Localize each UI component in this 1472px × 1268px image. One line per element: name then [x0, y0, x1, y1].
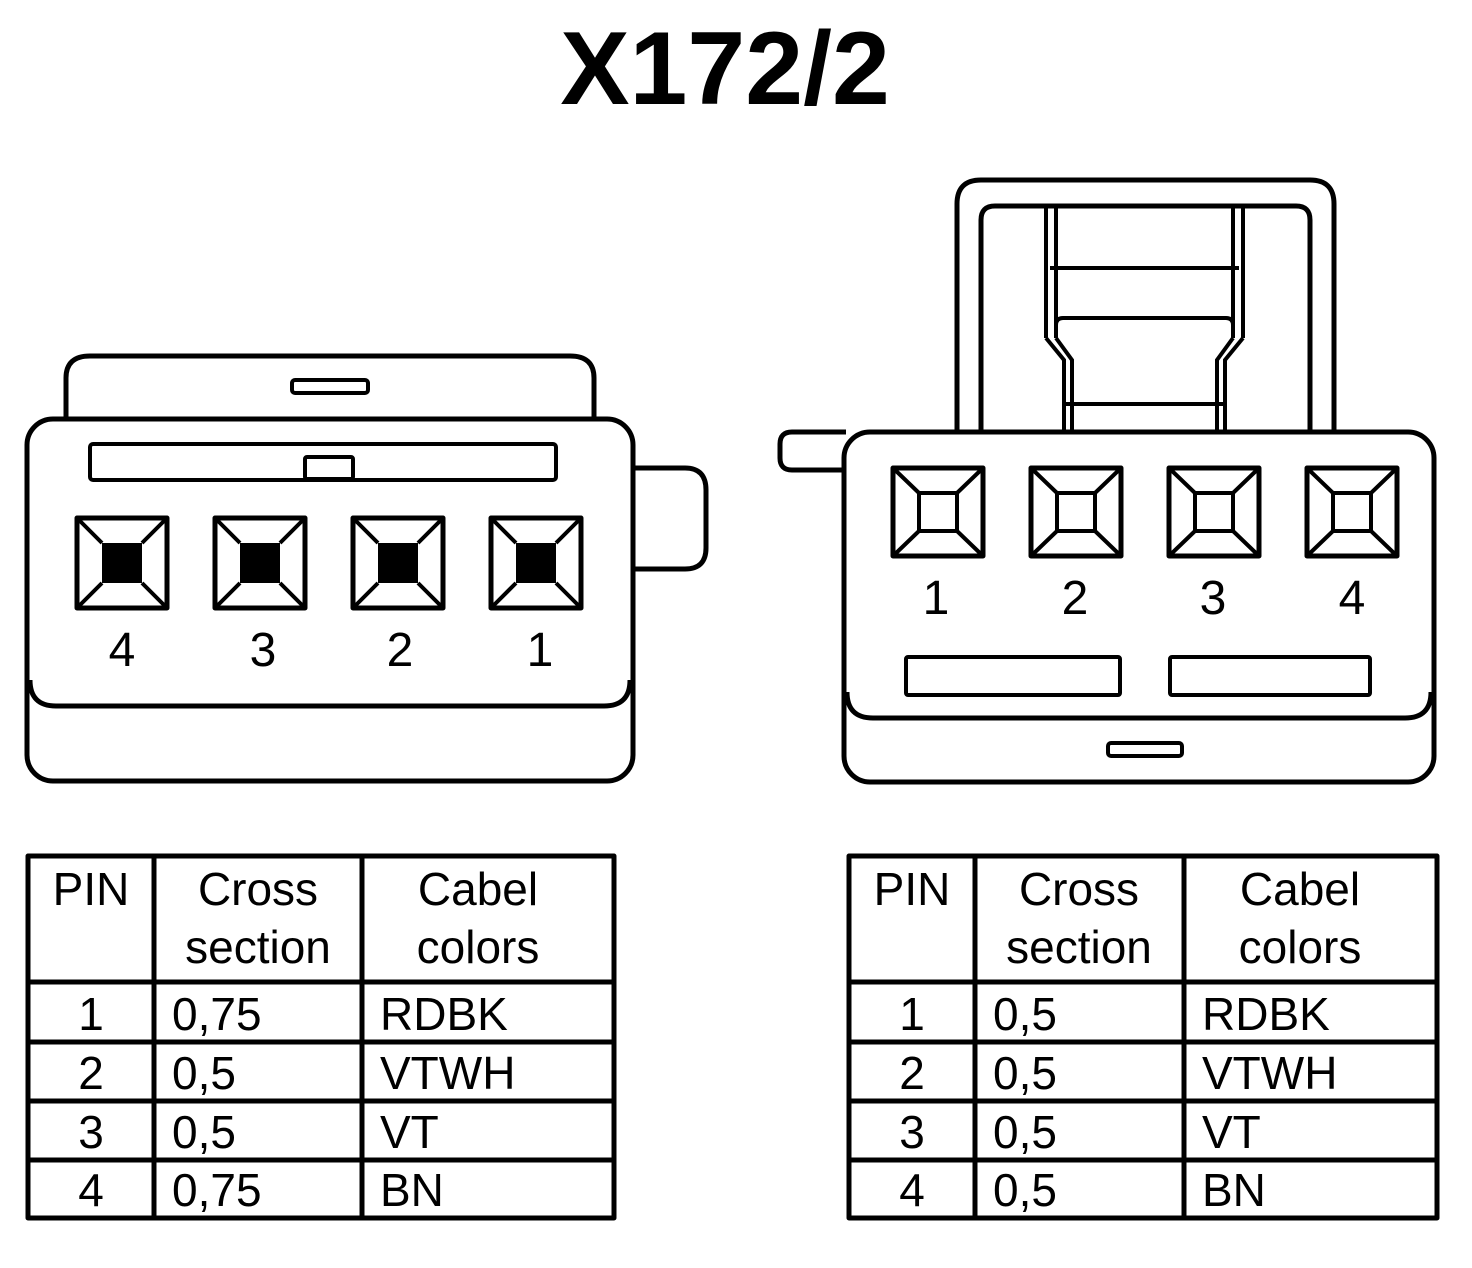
cell-cross-section: 0,75: [172, 1164, 262, 1216]
header-pin: PIN: [53, 863, 130, 915]
cell-pin: 2: [78, 1047, 104, 1099]
pin-label: 3: [1200, 572, 1227, 625]
cell-cable-color: VT: [1202, 1106, 1261, 1158]
pin-label: 3: [250, 624, 277, 677]
cell-cross-section: 0,5: [993, 1106, 1057, 1158]
right-pin-cavity: [1304, 465, 1400, 559]
cell-cable-color: RDBK: [380, 988, 508, 1040]
cell-pin: 3: [899, 1106, 925, 1158]
left-pin-cavity: [212, 515, 308, 611]
cell-pin: 4: [78, 1164, 104, 1216]
wiring-table-right: PIN Cross section Cabel colors 1 0,5 RDB…: [846, 853, 1440, 1221]
cell-pin: 2: [899, 1047, 925, 1099]
page-title: X172/2: [560, 11, 890, 127]
header-cross-section: Cross: [1019, 863, 1139, 915]
right-pin-cavity: [890, 465, 986, 559]
cell-cross-section: 0,5: [172, 1047, 236, 1099]
cell-pin: 1: [899, 988, 925, 1040]
cell-cable-color: VTWH: [380, 1047, 515, 1099]
left-pin-cavity: [350, 515, 446, 611]
pin-label: 1: [527, 624, 554, 677]
pin-label: 4: [1339, 572, 1366, 625]
pin-label: 2: [1062, 572, 1089, 625]
header-cross-section: section: [1006, 921, 1152, 973]
cell-cross-section: 0,5: [993, 1047, 1057, 1099]
header-pin: PIN: [874, 863, 951, 915]
left-pin-cavity: [488, 515, 584, 611]
cell-cross-section: 0,75: [172, 988, 262, 1040]
cell-cross-section: 0,5: [172, 1106, 236, 1158]
cell-cross-section: 0,5: [993, 988, 1057, 1040]
header-cross-section: section: [185, 921, 331, 973]
cell-cable-color: RDBK: [1202, 988, 1330, 1040]
pin-label: 2: [387, 624, 414, 677]
right-pin-cavity: [1166, 465, 1262, 559]
left-pin-cavity: [74, 515, 170, 611]
cell-cable-color: VTWH: [1202, 1047, 1337, 1099]
header-cable-colors: Cabel: [418, 863, 538, 915]
cell-cable-color: VT: [380, 1106, 439, 1158]
header-cable-colors: Cabel: [1240, 863, 1360, 915]
header-cable-colors: colors: [417, 921, 540, 973]
cell-cable-color: BN: [1202, 1164, 1266, 1216]
cell-pin: 4: [899, 1164, 925, 1216]
wiring-table-left: PIN Cross section Cabel colors 1 0,75 RD…: [25, 853, 617, 1221]
header-cross-section: Cross: [198, 863, 318, 915]
header-cable-colors: colors: [1239, 921, 1362, 973]
cell-cross-section: 0,5: [993, 1164, 1057, 1216]
right-connector: 1 2 3 4: [777, 177, 1437, 785]
right-pin-cavity: [1028, 465, 1124, 559]
left-connector: 4 3 2 1: [24, 353, 709, 784]
cell-pin: 1: [78, 988, 104, 1040]
cell-cable-color: BN: [380, 1164, 444, 1216]
cell-pin: 3: [78, 1106, 104, 1158]
pin-label: 1: [923, 572, 950, 625]
pin-label: 4: [109, 624, 136, 677]
